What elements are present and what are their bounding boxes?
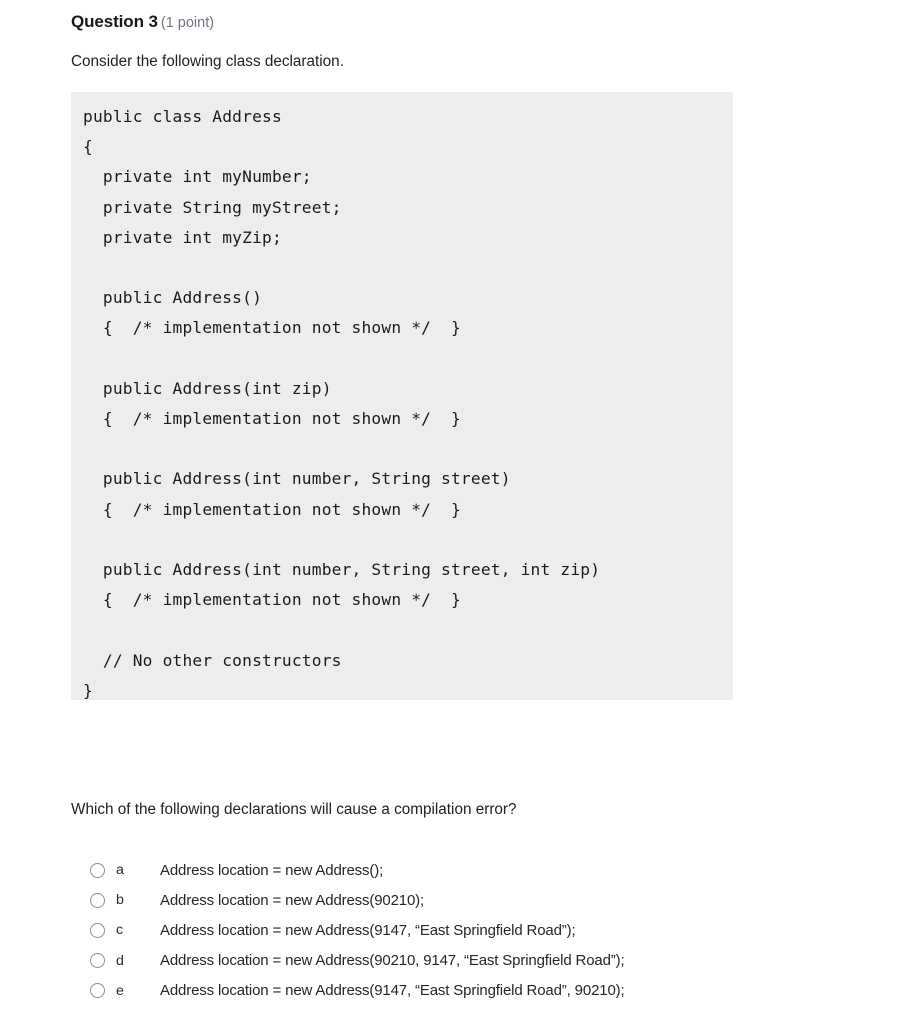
option-letter: a xyxy=(116,862,124,879)
answer-option-a[interactable]: a Address location = new Address(); xyxy=(90,855,890,885)
radio-unchecked-icon[interactable] xyxy=(90,983,105,999)
option-letter: e xyxy=(116,982,124,999)
option-text: Address location = new Address(90210); xyxy=(160,891,425,909)
answer-option-e[interactable]: e Address location = new Address(9147, “… xyxy=(90,976,890,1006)
option-letter: d xyxy=(116,952,124,969)
option-text: Address location = new Address(9147, “Ea… xyxy=(160,921,576,939)
radio-unchecked-icon[interactable] xyxy=(90,892,105,908)
option-text: Address location = new Address(90210, 91… xyxy=(160,952,625,970)
radio-unchecked-icon[interactable] xyxy=(90,953,105,969)
option-text: Address location = new Address(9147, “Ea… xyxy=(160,982,625,1000)
option-letter: b xyxy=(116,892,124,909)
radio-unchecked-icon[interactable] xyxy=(90,922,105,938)
answer-option-d[interactable]: d Address location = new Address(90210, … xyxy=(90,946,890,976)
question-prompt-main: Which of the following declarations will… xyxy=(71,801,517,818)
question-points: (1 point) xyxy=(160,15,215,31)
answer-option-c[interactable]: c Address location = new Address(9147, “… xyxy=(90,915,890,945)
code-block: public class Address { private int myNum… xyxy=(71,92,733,700)
answer-option-b[interactable]: b Address location = new Address(90210); xyxy=(90,885,890,915)
radio-unchecked-icon[interactable] xyxy=(90,862,105,878)
question-header: Question 3(1 point) xyxy=(71,12,214,32)
code-listing: public class Address { private int myNum… xyxy=(83,107,601,700)
option-letter: c xyxy=(116,922,124,939)
question-prompt-intro: Consider the following class declaration… xyxy=(71,53,344,70)
question-title: Question 3 xyxy=(71,12,158,31)
option-text: Address location = new Address(); xyxy=(160,861,384,879)
answer-options-list: a Address location = new Address(); b Ad… xyxy=(90,855,890,1006)
